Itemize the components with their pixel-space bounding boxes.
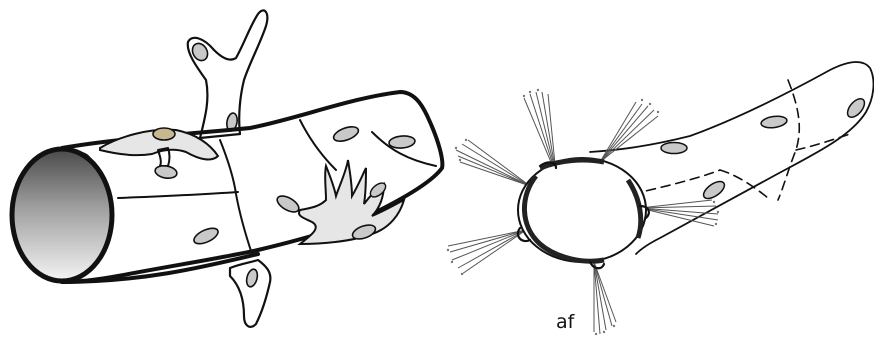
endothelial-nucleus: [661, 143, 687, 154]
endothelial-nucleus: [154, 164, 178, 180]
endothelial-nucleus: [389, 135, 416, 149]
pericyte-claw: [299, 160, 404, 244]
capillary-lumen-ring: [518, 158, 646, 262]
cell-junction: [220, 140, 252, 254]
endothelial-nucleus: [844, 96, 867, 121]
cell-junction: [118, 192, 238, 198]
cell-junction-dashed: [796, 134, 850, 150]
cell-junction-dashed: [778, 80, 799, 200]
anchoring-filament-label: af: [556, 311, 576, 333]
endothelial-nucleus: [701, 178, 728, 202]
pericyte-nucleus: [153, 128, 175, 140]
left-capillary: [12, 10, 442, 326]
right-capillary: af: [447, 62, 874, 335]
endothelial-nucleus: [332, 124, 361, 144]
cell-junction: [300, 120, 336, 170]
endothelial-nucleus: [192, 225, 221, 247]
endothelial-nucleus: [760, 115, 787, 130]
bottom-nucleus: [245, 268, 259, 288]
capillary-lumen: [12, 149, 112, 281]
endothelial-nucleus: [275, 193, 302, 215]
